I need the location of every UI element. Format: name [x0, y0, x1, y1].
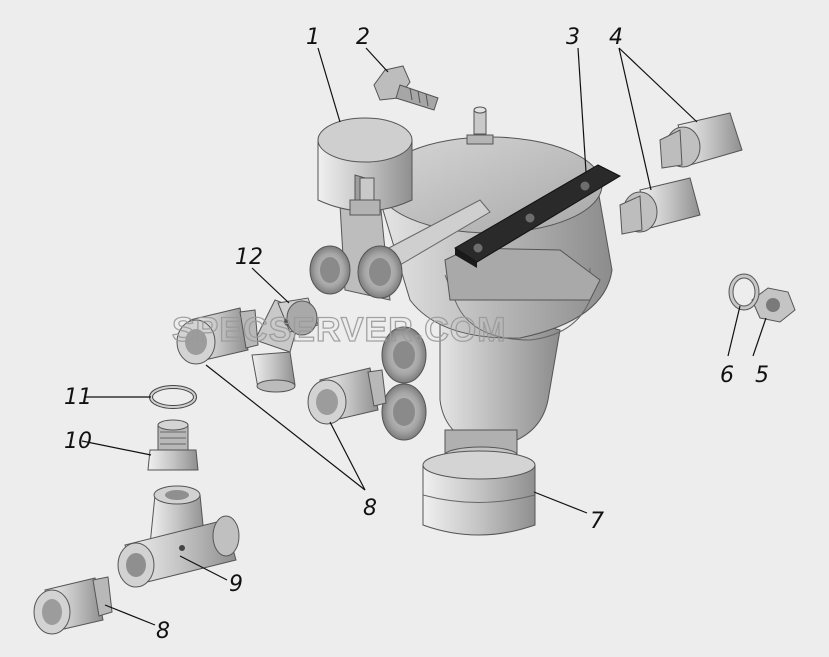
leader-lines [81, 47, 767, 626]
callout-10: 10 [64, 429, 92, 454]
top-stud [466, 106, 494, 145]
callout-1: 1 [306, 25, 320, 50]
callout-7: 7 [590, 509, 604, 534]
callout-12: 12 [235, 245, 263, 270]
callout-8-lower: 8 [156, 619, 170, 644]
callout-2: 2 [356, 25, 370, 50]
callout-6: 6 [720, 363, 734, 388]
callout-4: 4 [609, 25, 623, 50]
nipple-part-10 [147, 419, 199, 471]
callout-3: 3 [566, 25, 580, 50]
elbow-fitting-part-12 [251, 297, 319, 393]
seal-ring-part-11 [149, 385, 197, 409]
fittings-part-4 [619, 112, 743, 235]
watermark-text: SPECSERVER.COM [172, 311, 507, 349]
body-ports [309, 245, 427, 441]
fitting-part-8-lower [33, 576, 113, 635]
nut-part-5 [751, 287, 796, 323]
callout-9: 9 [229, 572, 243, 597]
callout-5: 5 [755, 363, 769, 388]
fitting-part-8-middle [307, 367, 387, 425]
tee-fitting-part-9 [117, 485, 240, 588]
callout-8-middle: 8 [363, 496, 377, 521]
bracket-plate-part-3 [454, 164, 622, 268]
fitting-part-8-upper [176, 307, 259, 365]
bottom-cup-part-7 [422, 429, 536, 536]
washer-part-6 [728, 273, 760, 311]
bolt-part-2 [373, 65, 439, 111]
callout-11: 11 [64, 385, 92, 410]
cap-part-1 [317, 117, 413, 216]
